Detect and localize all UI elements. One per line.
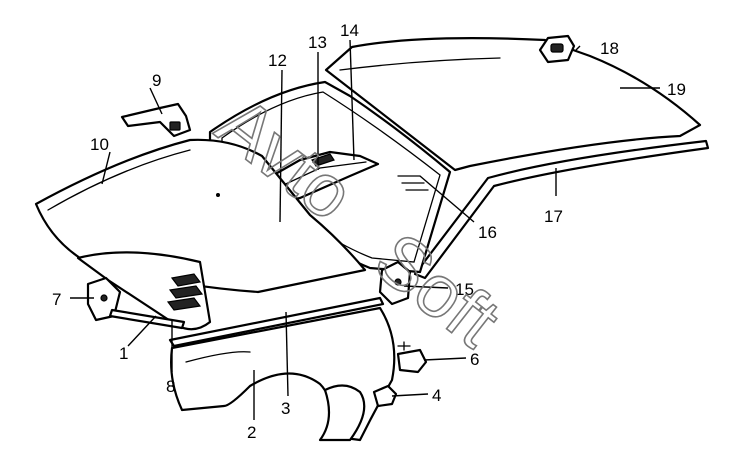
roof-bracket <box>538 34 576 64</box>
hood-prop-rod <box>108 308 186 330</box>
callout-8: 8 <box>166 377 175 396</box>
roof-panel <box>324 37 702 172</box>
callout-6: 6 <box>470 350 479 369</box>
callout-9: 9 <box>152 71 161 90</box>
callout-17: 17 <box>544 207 563 226</box>
callout-15: 15 <box>455 280 474 299</box>
callout-2: 2 <box>247 423 256 442</box>
callout-1: 1 <box>119 344 128 363</box>
fender-bracket <box>396 341 428 374</box>
callout-14: 14 <box>340 21 359 40</box>
leader-lines <box>70 39 660 420</box>
roof-drip-rail <box>413 139 710 280</box>
hood-hinge <box>120 102 192 138</box>
hood-latch <box>378 260 412 306</box>
fender-clip <box>372 384 398 408</box>
callout-18: 18 <box>600 39 619 58</box>
callout-10: 10 <box>90 135 109 154</box>
callout-7: 7 <box>52 290 61 309</box>
callout-12: 12 <box>268 51 287 70</box>
callout-4: 4 <box>432 386 441 405</box>
callout-3: 3 <box>281 399 290 418</box>
front-fender <box>170 306 396 442</box>
callout-19: 19 <box>667 80 686 99</box>
callout-13: 13 <box>308 33 327 52</box>
callout-labels: 1 2 3 4 6 7 8 9 10 12 13 14 15 16 17 18 … <box>52 21 686 442</box>
inner-fender <box>76 251 212 331</box>
callout-16: 16 <box>478 223 497 242</box>
